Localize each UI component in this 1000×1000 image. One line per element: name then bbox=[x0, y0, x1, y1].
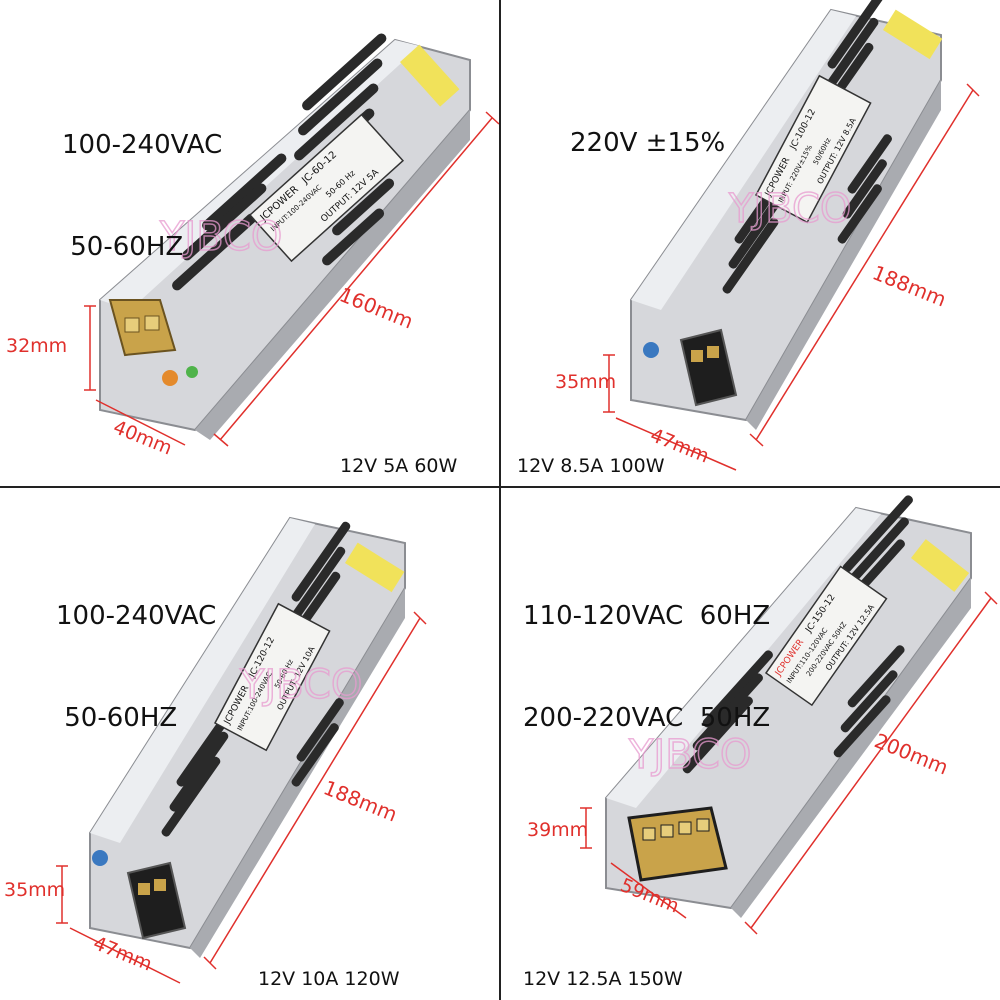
dim-height: 35mm bbox=[555, 371, 616, 393]
warranty-sticker bbox=[911, 539, 970, 592]
dim-length: 188mm bbox=[869, 260, 950, 311]
warranty-sticker bbox=[883, 9, 943, 60]
dim-length: 160mm bbox=[336, 282, 417, 333]
input-line-2: 200-220VAC 50HZ bbox=[523, 703, 771, 733]
warranty-sticker bbox=[400, 44, 460, 107]
case-side bbox=[746, 80, 941, 430]
psu-60w-illustration: JCPOWER JC-60-12 INPUT:100-240VAC 50-60 … bbox=[6, 33, 500, 460]
led-indicator bbox=[186, 366, 198, 378]
model-rating: 12V 5A 60W bbox=[340, 455, 458, 477]
horizontal-divider bbox=[0, 486, 1000, 488]
capacitor bbox=[643, 342, 659, 358]
vent-slots bbox=[722, 0, 892, 294]
input-line-1: 110-120VAC 60HZ bbox=[523, 601, 771, 631]
input-spec: 100-240VAC 50-60HZ bbox=[62, 60, 222, 332]
model-rating: 12V 12.5A 150W bbox=[523, 968, 683, 990]
dimension-lines bbox=[84, 111, 500, 447]
dim-length: 188mm bbox=[320, 775, 401, 826]
panel-60w: JCPOWER JC-60-12 INPUT:100-240VAC 50-60 … bbox=[0, 0, 500, 486]
case-side bbox=[731, 578, 971, 918]
vertical-divider bbox=[499, 0, 501, 1000]
case-side bbox=[195, 110, 470, 440]
dim-length: 200mm bbox=[871, 728, 952, 779]
terminal-block bbox=[627, 806, 728, 882]
case-top-edge bbox=[606, 508, 881, 808]
input-spec: 110-120VAC 60HZ 200-220VAC 50HZ bbox=[523, 531, 770, 803]
model-rating: 12V 10A 120W bbox=[258, 968, 400, 990]
case-top-edge bbox=[90, 518, 315, 843]
terminal-block bbox=[108, 299, 177, 357]
panel-100w: JCPOWER JC-100-12 INPUT: 220V±15% 50/60H… bbox=[501, 0, 1000, 486]
dim-height: 32mm bbox=[6, 335, 67, 357]
product-label: JCPOWER JC-120-12 INPUT:100-240VAC 50-60… bbox=[213, 602, 331, 752]
potentiometer bbox=[162, 370, 178, 386]
vent-slots bbox=[172, 33, 395, 291]
panel-150w: JCPOWER JC-150-12 INPUT:110-120VAC 200-2… bbox=[501, 488, 1000, 1000]
product-label: JCPOWER JC-150-12 INPUT:110-120VAC 200-2… bbox=[764, 565, 888, 707]
warranty-sticker bbox=[345, 542, 405, 593]
terminal-block bbox=[679, 328, 738, 407]
panel-120w: JCPOWER JC-120-12 INPUT:100-240VAC 50-60… bbox=[0, 488, 500, 1000]
dim-height: 39mm bbox=[527, 819, 588, 841]
capacitor bbox=[92, 850, 108, 866]
input-spec: 220V ±15% bbox=[570, 58, 725, 228]
psu-150w-illustration: JCPOWER JC-150-12 INPUT:110-120VAC 200-2… bbox=[527, 495, 998, 935]
input-line-1: 220V ±15% bbox=[570, 128, 726, 158]
watermark: YJBCO bbox=[628, 732, 751, 778]
input-line-2: 50-60HZ bbox=[56, 703, 178, 733]
dimension-lines bbox=[603, 83, 980, 471]
case-top-edge bbox=[631, 10, 856, 310]
input-spec: 100-240VAC 50-60HZ bbox=[56, 531, 216, 803]
dimension-lines bbox=[56, 611, 427, 984]
psu-120w-illustration: JCPOWER JC-120-12 INPUT:100-240VAC 50-60… bbox=[4, 516, 427, 984]
watermark: YJBCO bbox=[159, 214, 282, 260]
watermark: YJBCO bbox=[239, 662, 362, 708]
psu-100w-illustration: JCPOWER JC-100-12 INPUT: 220V±15% 50/60H… bbox=[555, 0, 980, 471]
input-line-2: 50-60HZ bbox=[62, 232, 184, 262]
dim-height: 35mm bbox=[4, 879, 65, 901]
dimension-lines bbox=[580, 591, 998, 935]
input-line-1: 100-240VAC bbox=[62, 130, 223, 160]
watermark: YJBCO bbox=[728, 186, 851, 232]
terminal-block bbox=[126, 861, 187, 940]
input-line-1: 100-240VAC bbox=[56, 601, 217, 631]
model-rating: 12V 8.5A 100W bbox=[517, 455, 665, 477]
